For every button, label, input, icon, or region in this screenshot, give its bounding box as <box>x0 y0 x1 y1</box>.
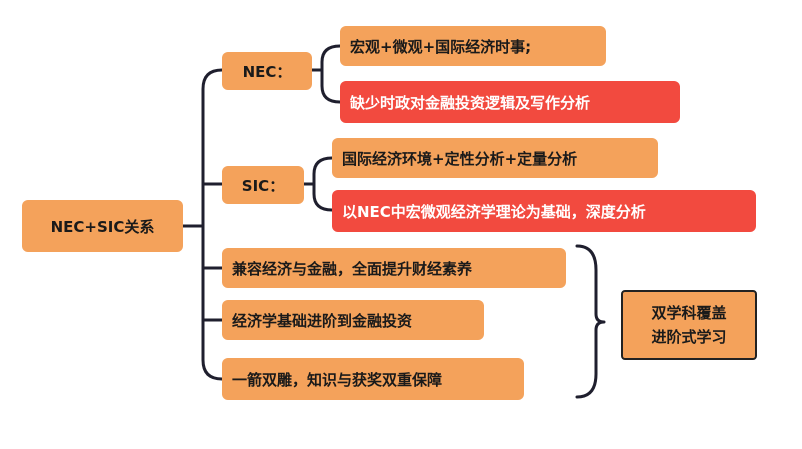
nec-label: NEC： <box>242 62 292 81</box>
connector-main-trunk <box>201 68 224 381</box>
nec-item-2-label: 缺少时政对金融投资逻辑及写作分析 <box>350 93 591 112</box>
benefit-item-2: 经济学基础进阶到金融投资 <box>222 300 484 340</box>
sic-node: SIC： <box>222 166 304 204</box>
summary-line-1: 双学科覆盖 <box>651 304 727 322</box>
benefit-item-2-label: 经济学基础进阶到金融投资 <box>232 311 413 330</box>
connector-sic-sub <box>302 156 334 212</box>
sic-item-1: 国际经济环境+定性分析+定量分析 <box>332 138 658 178</box>
bracket-right <box>575 244 606 399</box>
benefit-item-3: 一箭双雕，知识与获奖双重保障 <box>222 358 524 400</box>
sic-item-2-label: 以NEC中宏微观经济学理论为基础，深度分析 <box>342 202 646 221</box>
nec-item-1: 宏观+微观+国际经济时事; <box>340 26 606 66</box>
root-label: NEC+SIC关系 <box>50 217 155 236</box>
nec-node: NEC： <box>222 52 312 90</box>
summary-node: 双学科覆盖 进阶式学习 <box>621 290 757 360</box>
root-node: NEC+SIC关系 <box>22 200 183 252</box>
sic-item-1-label: 国际经济环境+定性分析+定量分析 <box>342 149 578 168</box>
nec-item-2: 缺少时政对金融投资逻辑及写作分析 <box>340 81 680 123</box>
sic-label: SIC： <box>241 176 285 195</box>
benefit-item-3-label: 一箭双雕，知识与获奖双重保障 <box>232 370 443 389</box>
benefit-item-1: 兼容经济与金融，全面提升财经素养 <box>222 248 566 288</box>
sic-item-2: 以NEC中宏微观经济学理论为基础，深度分析 <box>332 190 756 232</box>
benefit-item-1-label: 兼容经济与金融，全面提升财经素养 <box>232 259 473 278</box>
connector-nec-sub <box>310 44 342 104</box>
nec-item-1-label: 宏观+微观+国际经济时事; <box>350 37 532 56</box>
summary-line-2: 进阶式学习 <box>651 328 727 346</box>
